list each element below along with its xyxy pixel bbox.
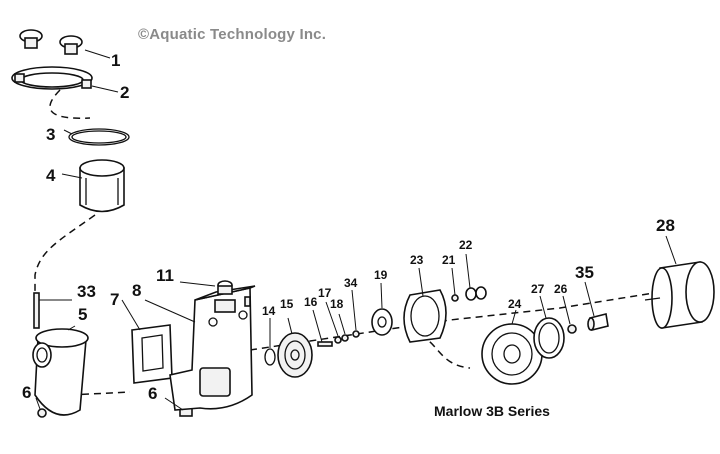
part-19-impeller <box>371 308 393 336</box>
callout-6-left: 6 <box>22 383 31 402</box>
callout-27: 27 <box>531 282 545 296</box>
copyright-text: ©Aquatic Technology Inc. <box>138 26 327 43</box>
part-14-o-ring <box>264 348 276 366</box>
callout-33: 33 <box>77 282 96 301</box>
callout-1: 1 <box>111 51 120 70</box>
part-17-washer <box>334 336 342 344</box>
series-label: Marlow 3B Series <box>434 403 550 419</box>
part-3-o-ring <box>68 128 130 146</box>
part-18-washer <box>341 334 349 342</box>
callout-21: 21 <box>442 253 456 267</box>
callout-3: 3 <box>46 125 55 144</box>
callout-4: 4 <box>46 166 56 185</box>
assembly-path-drain <box>69 391 131 396</box>
callout-15: 15 <box>280 297 294 311</box>
part-8-pump-body <box>169 285 256 411</box>
callout-2: 2 <box>120 83 129 102</box>
part-5-strainer-housing <box>32 292 89 416</box>
part-7-gasket <box>131 324 173 384</box>
part-23-seal-plate-gasket <box>403 289 447 343</box>
callout-24: 24 <box>508 297 522 311</box>
callout-26: 26 <box>554 282 568 296</box>
part-15-diffuser <box>277 332 313 378</box>
part-21-seal-ring <box>451 294 459 302</box>
assembly-path-basket-to-housing <box>34 214 96 300</box>
part-11-plug-small <box>244 296 251 307</box>
assembly-path-lid-to-ring <box>49 89 91 119</box>
callout-34: 34 <box>344 276 358 290</box>
callout-23: 23 <box>410 253 424 267</box>
callout-19: 19 <box>374 268 388 282</box>
part-1-lid-knobs <box>19 29 83 55</box>
part-11-plug <box>217 280 233 295</box>
callout-5: 5 <box>78 305 87 324</box>
assembly-path-axis-main <box>249 291 661 351</box>
part-34-washer <box>352 330 360 338</box>
callout-17: 17 <box>318 286 332 300</box>
part-6-drain-plug-left <box>37 408 47 418</box>
callout-14: 14 <box>262 304 276 318</box>
callout-7: 7 <box>110 290 119 309</box>
callout-11: 11 <box>156 266 174 285</box>
callout-6-right: 6 <box>148 384 157 403</box>
callout-8: 8 <box>132 281 141 300</box>
part-35-shaft-adapter <box>587 313 609 331</box>
part-22-shaft-seal <box>465 286 487 301</box>
part-24-seal-plate <box>481 323 543 385</box>
callout-35: 35 <box>575 263 594 282</box>
callout-16: 16 <box>304 295 318 309</box>
callout-22: 22 <box>459 238 473 252</box>
part-2-clamp-ring <box>11 66 93 90</box>
part-26-slinger <box>567 324 577 334</box>
callout-18: 18 <box>330 297 344 311</box>
part-4-strainer-basket <box>79 159 125 213</box>
callout-28: 28 <box>656 216 675 235</box>
part-16-screw <box>317 341 333 347</box>
part-28-motor <box>644 261 715 329</box>
